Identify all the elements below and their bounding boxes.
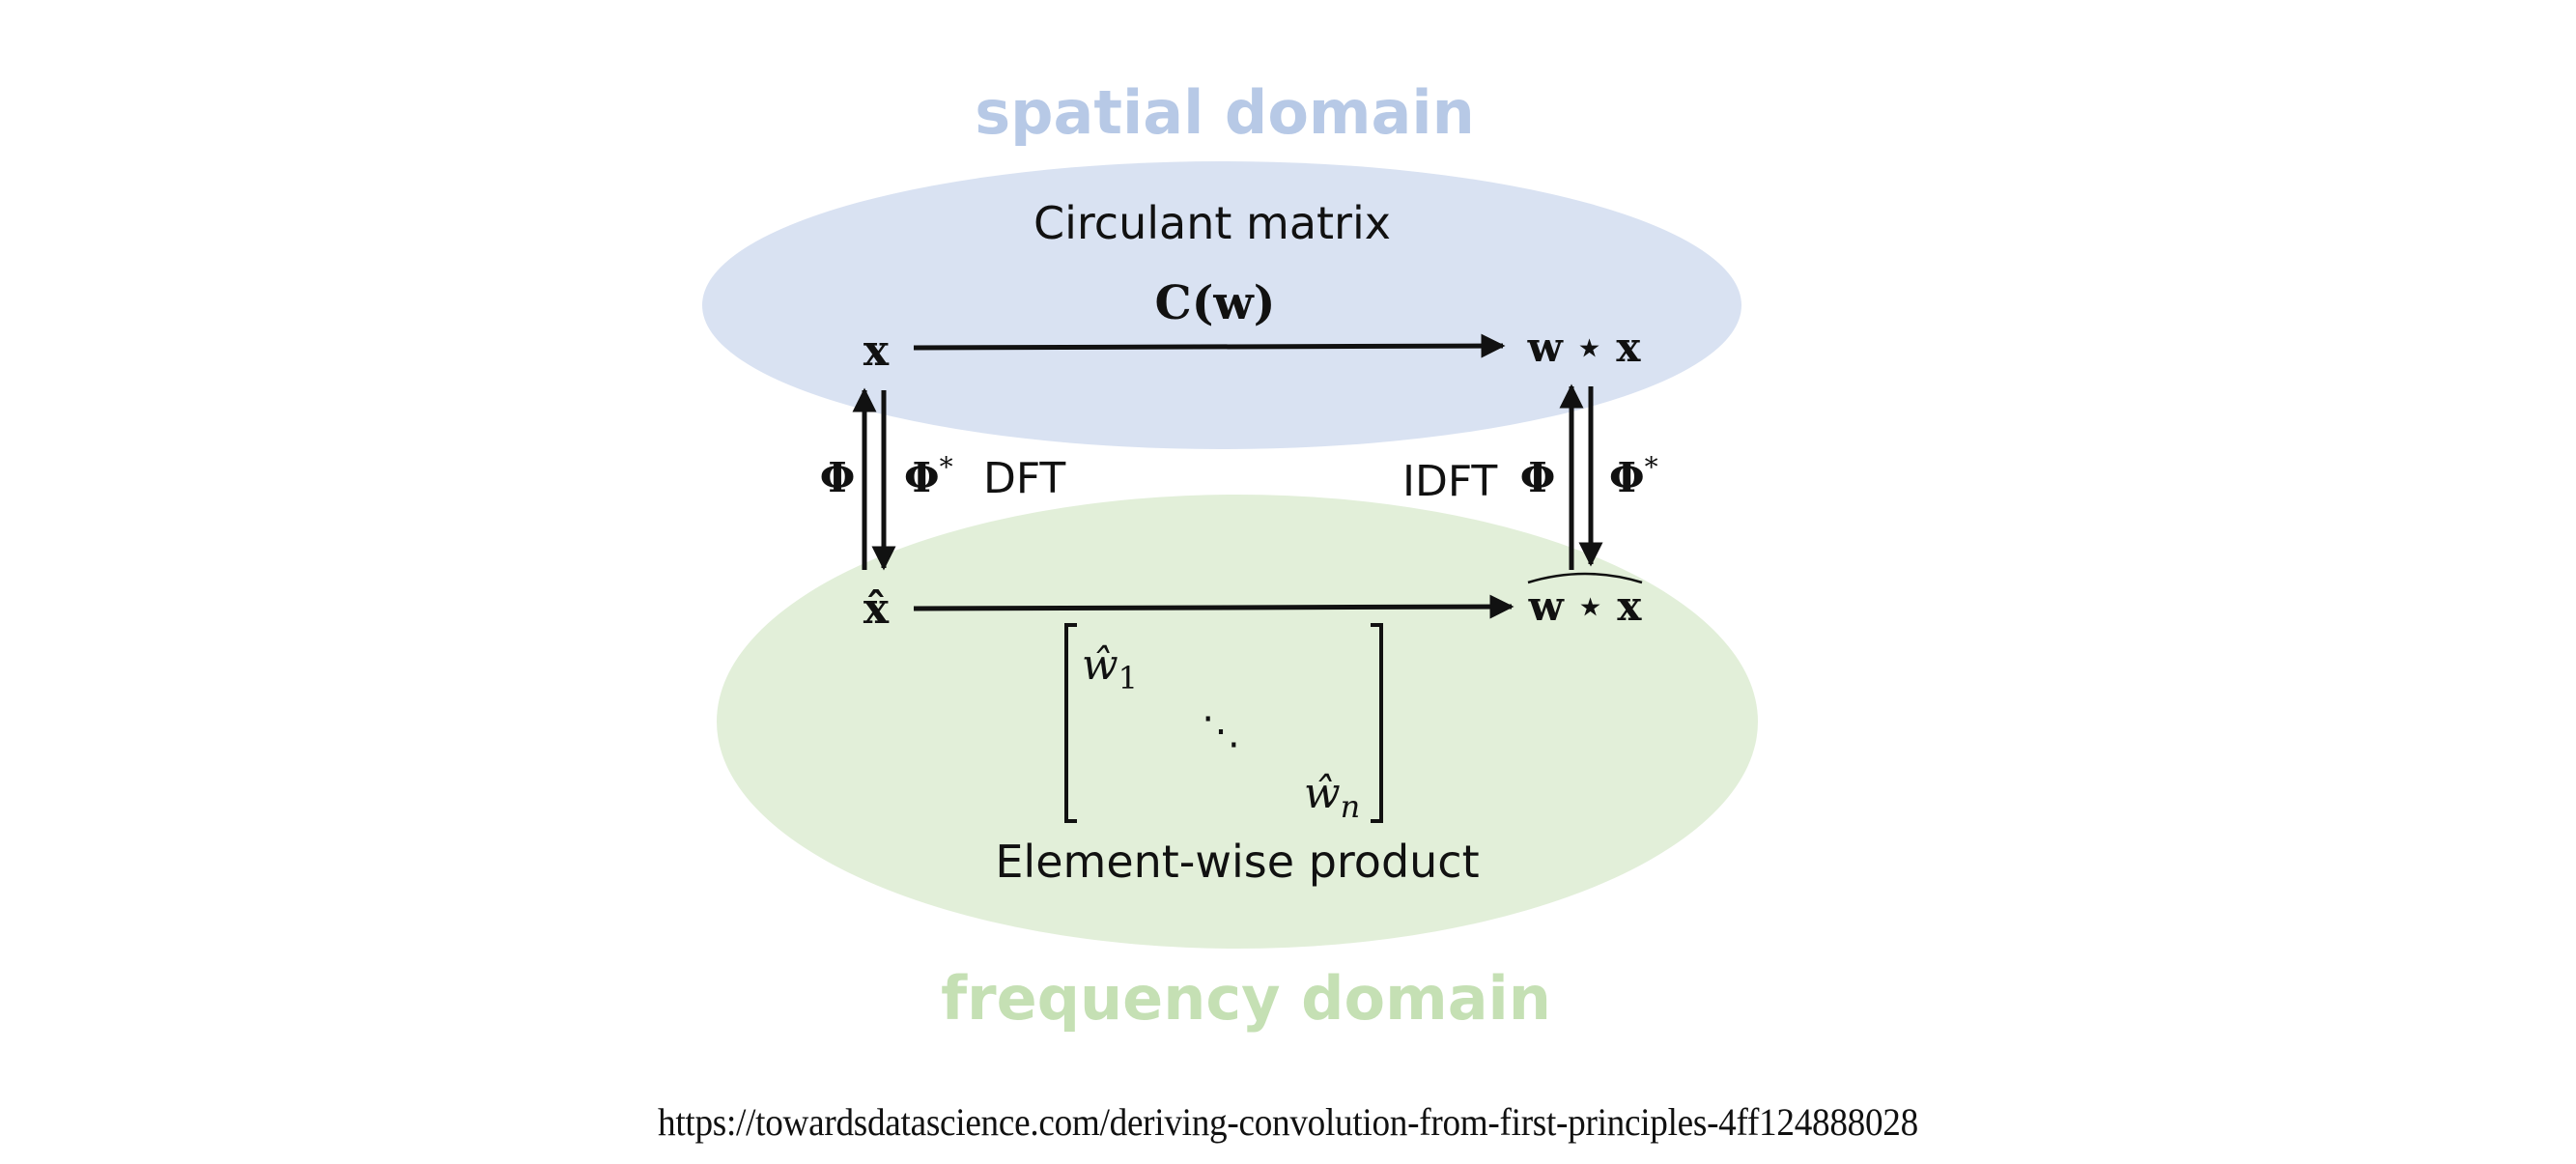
spatial-output-node: w ⋆ x <box>1527 324 1642 371</box>
wide-hat-icon <box>1527 572 1643 584</box>
phi-label-left: Φ <box>820 454 856 501</box>
matrix-entry-first: ŵ1 <box>1082 640 1138 696</box>
diagonal-matrix: ŵ1 ⋱ ŵn <box>1064 623 1383 825</box>
spatial-input-node: x <box>863 326 890 376</box>
idft-label: IDFT <box>1402 457 1497 506</box>
frequency-output-node: w ⋆ x <box>1527 572 1643 630</box>
frequency-input-node: x̂ <box>863 584 890 634</box>
left-bracket <box>1064 623 1077 823</box>
matrix-entry-last: ŵn <box>1304 769 1360 825</box>
phi-star-label-left: Φ* <box>904 451 953 501</box>
phi-label-right: Φ <box>1520 454 1556 501</box>
matrix-ellipsis: ⋱ <box>1202 709 1240 753</box>
right-bracket <box>1371 623 1383 823</box>
source-url-caption: https://towardsdatascience.com/deriving-… <box>658 1100 1918 1144</box>
spatial-domain-title: spatial domain <box>975 77 1475 148</box>
circulant-matrix-label: Circulant matrix <box>1033 197 1391 249</box>
spatial-domain-ellipse <box>702 161 1741 449</box>
element-wise-arrow <box>913 594 1514 619</box>
element-wise-product-label: Element-wise product <box>995 836 1479 888</box>
circulant-arrow <box>913 333 1506 358</box>
frequency-domain-title: frequency domain <box>941 963 1551 1034</box>
frequency-output-label: w ⋆ x <box>1528 582 1643 630</box>
phi-star-label-right: Φ* <box>1609 451 1658 501</box>
dft-label: DFT <box>983 454 1065 503</box>
circulant-operator-label: C(w) <box>1155 276 1276 330</box>
